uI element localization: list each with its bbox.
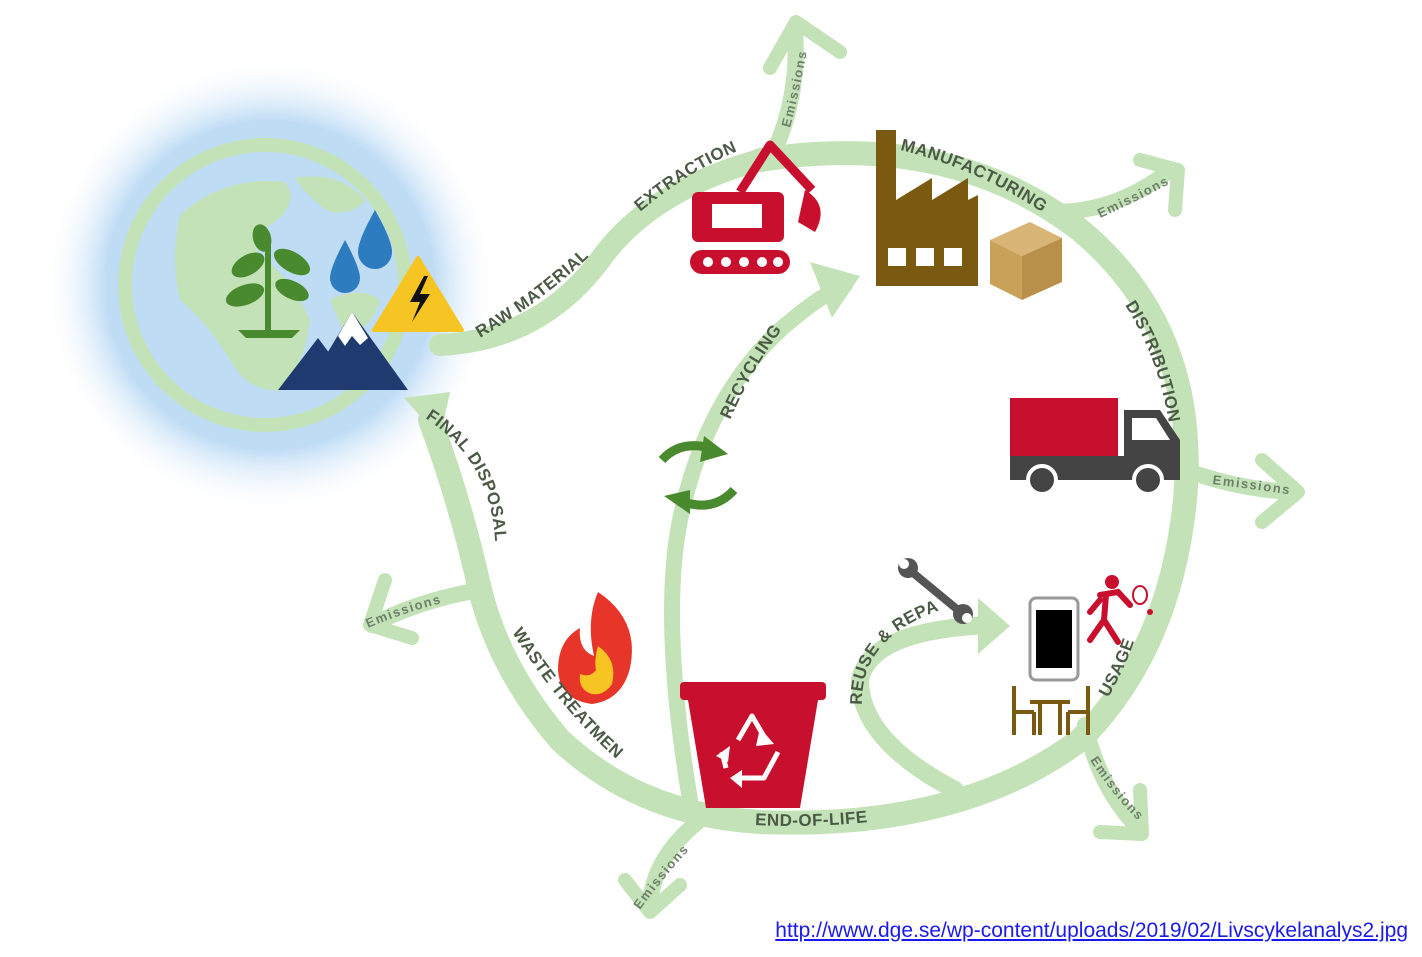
smartphone-icon bbox=[1028, 596, 1080, 682]
end-of-life-label: END-OF-LIFE bbox=[755, 807, 869, 830]
flow-arrowheads bbox=[404, 262, 1010, 654]
source-link[interactable]: http://www.dge.se/wp-content/uploads/201… bbox=[775, 919, 1408, 942]
table-chairs-icon bbox=[1012, 686, 1090, 735]
fire-icon bbox=[558, 592, 632, 704]
mountains-icon bbox=[278, 312, 408, 390]
factory-icon bbox=[876, 130, 978, 286]
recycle-arrowheads bbox=[664, 436, 728, 514]
electricity-hazard-icon bbox=[372, 256, 464, 332]
plant-icon bbox=[225, 224, 311, 338]
cardboard-box-icon bbox=[990, 222, 1062, 300]
earth-resources-icon bbox=[42, 57, 498, 513]
recycle-bin-icon bbox=[680, 682, 826, 808]
excavator-icon bbox=[690, 140, 821, 274]
tennis-player-icon bbox=[1087, 575, 1153, 645]
water-drops-icon bbox=[330, 210, 392, 293]
wrench-icon bbox=[898, 558, 973, 624]
recycling-label: RECYCLING bbox=[716, 321, 785, 422]
cycle-flows bbox=[418, 141, 1199, 835]
truck-icon bbox=[1010, 398, 1180, 496]
emissions-label: Emissions bbox=[778, 49, 809, 129]
